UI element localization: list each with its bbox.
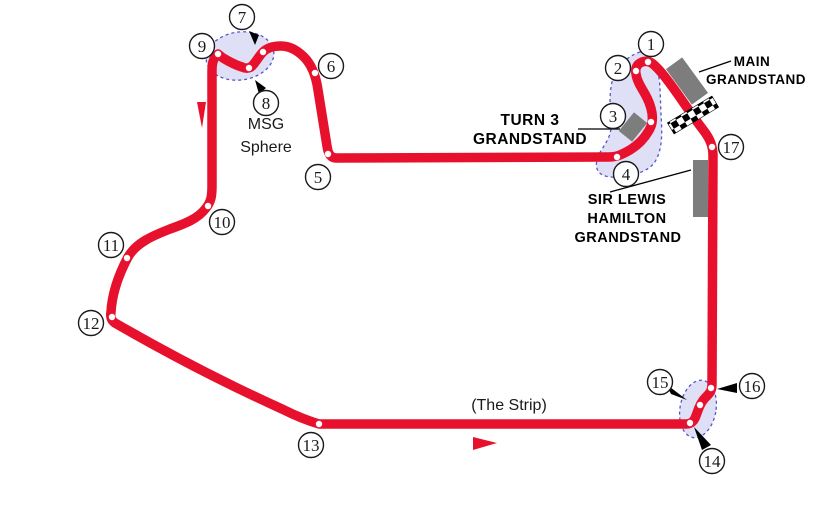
direction-right-arrow-icon (473, 437, 497, 450)
turns-1-4-zone (595, 50, 663, 178)
turn-marker-9: 9 (188, 32, 216, 60)
corner-dot-11 (123, 254, 131, 262)
turn-number: 4 (622, 165, 631, 184)
turn-marker-4: 4 (612, 160, 640, 188)
start-finish-checkered-flag-icon (666, 95, 720, 135)
corner-dot-4 (613, 153, 621, 161)
turn-number: 16 (744, 377, 761, 396)
corner-dot-14 (686, 419, 694, 427)
hamilton-grandstand-label-line1: SIR LEWIS (588, 192, 667, 208)
turn-number: 17 (723, 138, 741, 157)
corner-dot-13 (315, 420, 323, 428)
turn-number: 9 (198, 37, 207, 56)
corner-dot-10 (204, 202, 212, 210)
turn-marker-2: 2 (604, 54, 632, 82)
corner-dot-12 (108, 313, 116, 321)
pointer-wedge-turn8 (255, 80, 266, 94)
turn-marker-5: 5 (304, 163, 332, 191)
turn-marker-10: 10 (208, 208, 236, 236)
corner-dot-8 (245, 64, 253, 72)
turn-number: 13 (303, 436, 320, 455)
corner-dot-2 (632, 67, 640, 75)
turn-marker-13: 13 (297, 431, 325, 459)
the-strip-label: (The Strip) (471, 397, 547, 414)
corner-dot-7 (259, 48, 267, 56)
turn-marker-3: 3 (599, 102, 627, 130)
pointer-wedge-turn7 (249, 31, 259, 45)
turn-number: 10 (214, 213, 231, 232)
msg-sphere-label-line1: MSG (248, 116, 284, 133)
corner-dot-9 (214, 50, 222, 58)
turn-marker-16: 16 (738, 372, 766, 400)
hamilton-grandstand-label-line2: HAMILTON (587, 211, 666, 227)
turn-number: 8 (262, 94, 271, 113)
turn-number: 1 (647, 35, 656, 54)
turn-number: 5 (314, 168, 323, 187)
main-grandstand-leader-line (698, 60, 732, 73)
hamilton-grandstand-label-line3: GRANDSTAND (574, 230, 681, 246)
turn-number: 7 (238, 8, 247, 27)
turn-marker-15: 15 (646, 368, 674, 396)
turn-marker-8: 8 (252, 89, 280, 117)
turn-number: 3 (609, 107, 618, 126)
corner-dot-17 (708, 143, 716, 151)
turn-marker-17: 17 (717, 133, 745, 161)
corner-dot-3 (647, 118, 655, 126)
circuit-track (106, 41, 718, 429)
corner-dot-1 (644, 58, 652, 66)
turn-number: 2 (614, 59, 623, 78)
turn-marker-11: 11 (97, 231, 125, 259)
turn3-grandstand-label-line1: TURN 3 (501, 112, 560, 129)
turn-marker-1: 1 (637, 30, 665, 58)
corner-dot-5 (324, 150, 332, 158)
main-grandstand-label-line1: MAIN (734, 54, 771, 69)
turn-number: 15 (652, 373, 669, 392)
hamilton-grandstand-block (693, 160, 708, 217)
turn-number: 11 (103, 236, 119, 255)
turn3-grandstand-label-line2: GRANDSTAND (473, 131, 587, 148)
turn-marker-6: 6 (317, 52, 345, 80)
hamilton-grandstand-leader-line (609, 169, 692, 193)
corner-dot-15 (696, 401, 704, 409)
turn-number: 6 (327, 57, 336, 76)
turn3-grandstand-block (618, 112, 648, 142)
turn-marker-14: 14 (698, 447, 726, 475)
corner-dot-16 (707, 384, 715, 392)
msg-sphere-label-line2: Sphere (240, 139, 292, 156)
main-grandstand-block (665, 57, 709, 105)
turn-marker-12: 12 (77, 309, 105, 337)
turn-number: 12 (83, 314, 100, 333)
direction-down-arrow-icon (197, 102, 206, 128)
corner-dot-6 (311, 69, 319, 77)
pointer-wedge-turn14 (694, 427, 711, 450)
pointer-wedge-turn16 (717, 383, 737, 393)
main-grandstand-label-line2: GRANDSTAND (706, 72, 806, 87)
turn-number: 14 (704, 452, 722, 471)
turn-marker-7: 7 (228, 3, 256, 31)
